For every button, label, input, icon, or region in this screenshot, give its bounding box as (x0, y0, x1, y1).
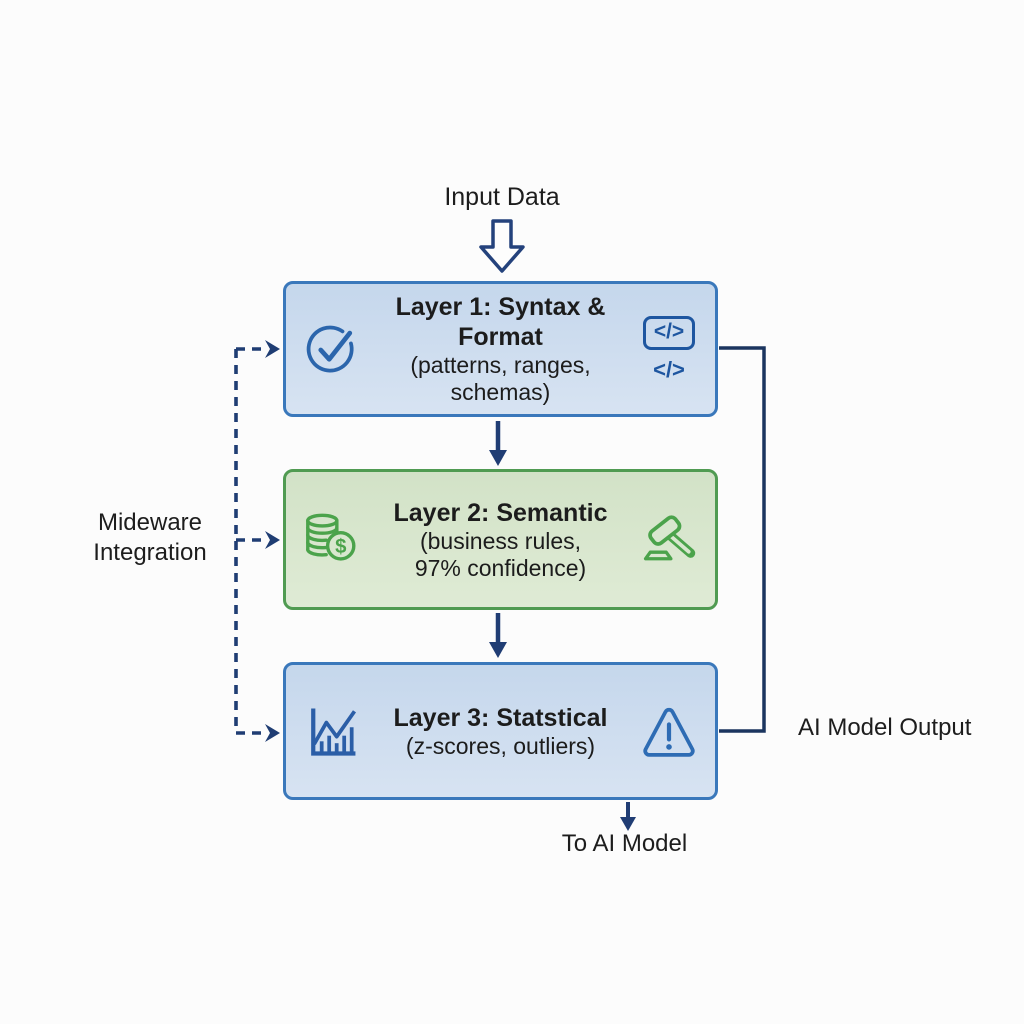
layer2-subtitle-2: 97% confidence) (414, 554, 587, 581)
output-connector-line (719, 346, 766, 733)
middleware-integration-label: Mideware Integration (58, 508, 242, 568)
arrow-layer2-layer3-icon (489, 613, 507, 658)
layer3-box: Layer 3: Statstical (z-scores, outliers) (283, 662, 718, 800)
middleware-label-line1: Mideware (97, 509, 203, 536)
layer3-subtitle: (z-scores, outliers) (405, 732, 596, 759)
layer1-text: Layer 1: Syntax & Format (patterns, rang… (378, 292, 623, 406)
layer1-title: Layer 1: Syntax & Format (395, 293, 606, 351)
to-ai-model-label: To AI Model (561, 830, 688, 857)
layer1-box: Layer 1: Syntax & Format (patterns, rang… (283, 281, 718, 417)
ai-model-output-label: AI Model Output (798, 714, 972, 741)
input-data-label: Input Data (444, 183, 560, 211)
middleware-label-line2: Integration (93, 539, 207, 566)
code-plain-icon: </> (653, 356, 685, 382)
arrow-layer1-layer2-icon (489, 421, 507, 466)
middleware-arrowheads-icon (265, 340, 280, 742)
code-icon: </> </> (623, 315, 715, 383)
layer2-box: $ Layer 2: Semantic (business rules, 97%… (283, 469, 718, 610)
svg-text:$: $ (335, 536, 347, 558)
layer2-title: Layer 2: Semantic (393, 498, 608, 527)
layer3-title: Layer 3: Statstical (393, 703, 608, 732)
bar-chart-icon (286, 701, 378, 761)
check-circle-icon (286, 319, 378, 379)
code-boxed-icon: </> (642, 315, 696, 350)
input-block-arrow-icon (479, 219, 525, 273)
coins-icon: $ (286, 509, 378, 571)
layer1-subtitle: (patterns, ranges, schemas) (410, 352, 591, 405)
layer2-subtitle: (business rules, (419, 527, 582, 554)
arrow-layer3-output-icon (620, 802, 636, 831)
warning-icon (623, 701, 715, 761)
layer2-text: Layer 2: Semantic (business rules, 97% c… (378, 498, 623, 582)
gavel-icon (623, 510, 715, 570)
layer3-text: Layer 3: Statstical (z-scores, outliers) (378, 703, 623, 760)
